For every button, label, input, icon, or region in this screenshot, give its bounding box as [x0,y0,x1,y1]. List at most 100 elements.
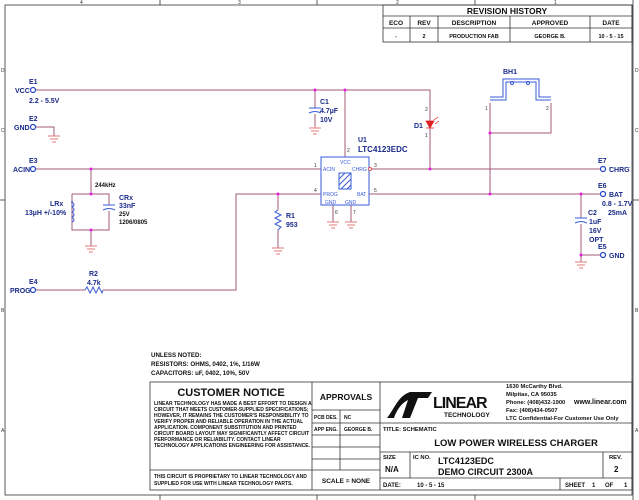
crx-ref: CRx [119,195,133,202]
zone-label: B [635,308,639,314]
table-cell: - [395,34,397,40]
terminal-net: BAT [609,192,624,199]
notice-line: VERIFY PROPER AND RELIABLE OPERATION IN … [154,419,303,425]
approvals-heading: APPROVALS [320,392,373,402]
lrx-ref: LRx [50,201,63,208]
r2-value: 4.7k [87,280,101,287]
column-header: REV [417,20,431,27]
pin-number: 2 [347,148,350,154]
pin-number: 6 [335,210,338,216]
pin-label: GND [345,200,357,206]
zone-label: C [1,128,5,134]
capacitor-c1: C1 4.7µF 10V [308,99,339,124]
app-eng-label: APP ENG. [314,427,338,433]
c1-value: 4.7µF [320,108,339,115]
revision-history-title: REVISION HISTORY [467,6,548,16]
general-notes: UNLESS NOTED: RESISTORS: OHMS, 0402, 1%,… [151,352,260,377]
pin-label: PROG [323,192,338,198]
sheet-label: SHEET [565,483,585,489]
note-line: CAPACITORS: uF, 0402, 10%, 50V [151,370,250,377]
r1-ref: R1 [286,213,295,220]
crx-rating: 25V [119,212,130,218]
notice-line: CIRCUIT BOARD LAYOUT MAY SIGNIFICANTLY A… [154,431,309,437]
proprietary-line: SUPPLIED FOR USE WITH LINEAR TECHNOLOGY … [154,481,293,487]
rev-value: 2 [614,465,619,474]
app-eng-value: GEORGE B. [344,427,373,433]
battery-holder-bh1: BH1 1 2 [485,69,551,112]
pin-number: 1 [425,133,428,139]
terminal-net: CHRG [609,167,630,174]
r1-value: 953 [286,222,298,229]
table-cell: 2 [422,34,425,40]
c2-rating: 16V [589,228,602,235]
junctions [89,88,583,257]
terminals: E1 VCC 2.2 - 5.5V E2 GND E3 ACIN E4 PROG… [10,79,633,295]
terminal-net: GND [14,125,30,132]
website-link[interactable]: www.linear.com [573,399,627,406]
u1-ref: U1 [358,137,367,144]
column-header: APPROVED [532,20,569,27]
c1-rating: 10V [320,117,333,124]
terminal-e1-vcc[interactable]: E1 VCC 2.2 - 5.5V [15,79,60,105]
pin-label: ACIN [323,167,335,173]
terminal-ref: E4 [29,279,38,286]
note-line: RESISTORS: OHMS, 0402, 1%, 1/16W [151,361,260,368]
zone-label: 4 [80,0,83,6]
ic-label: IC NO. [413,455,431,461]
wires [36,89,600,291]
ic-value: LTC4123EDC [438,456,494,466]
terminal-ref: E1 [29,79,38,86]
terminal-ref: E2 [29,116,38,123]
r2-ref: R2 [89,271,98,278]
pin-label: VCC [340,160,351,166]
pin-number: 2 [546,106,549,112]
terminal-ref: E6 [598,183,607,190]
bh1-ref: BH1 [503,69,517,76]
terminal-ref: E7 [598,158,607,165]
logo-subtitle: TECHNOLOGY [444,412,491,419]
zone-label: C [635,128,639,134]
pin-number: 4 [314,188,317,194]
d1-ref: D1 [414,123,423,130]
terminal-net: VCC [15,88,30,95]
sheet-total: 1 [624,483,628,489]
pin-number: 7 [353,210,356,216]
crx-package: 1206/0805 [119,220,148,226]
customer-notice-title: CUSTOMER NOTICE [177,387,284,399]
zone-label: A [1,428,5,434]
terminal-ref: E3 [29,158,38,165]
c2-ref: C2 [588,210,597,217]
drawing-title: LOW POWER WIRELESS CHARGER [434,438,598,449]
terminal-e6-bat[interactable]: E6 BAT 0.8 - 1.7V 25mA [598,183,633,217]
sheet-number: 1 [592,483,596,489]
column-header: DATE [602,20,620,27]
lc-tank: 244kHz LRx 13µH +/-10% CRx 33nF 25V 1206… [25,183,148,226]
terminal-e2-gnd[interactable]: E2 GND [14,116,38,132]
linear-technology-logo: LINEAR TECHNOLOGY [387,392,491,419]
resistor-r2: R2 4.7k [84,271,104,295]
ground-symbols [48,126,587,269]
zone-label: 1 [554,0,557,6]
zone-label: B [1,308,5,314]
terminal-e3-acin[interactable]: E3 ACIN [13,158,38,174]
pin-number: 1 [485,106,488,112]
zone-label: A [635,428,639,434]
lrx-value: 13µH +/-10% [25,210,67,217]
terminal-note: 2.2 - 5.5V [29,98,60,105]
terminal-e7-chrg[interactable]: E7 CHRG [598,158,630,174]
terminal-ref: E5 [598,244,607,251]
terminal-note: 25mA [608,210,627,217]
pin-number: 5 [374,188,377,194]
zone-label: 3 [238,0,241,6]
pcb-des-value: NC [344,415,352,421]
u1-part-number: LTC4123EDC [358,145,408,154]
date-value: 10 - 5 - 15 [417,483,445,489]
address-line: Phone: (408)432-1900 [506,400,565,406]
column-header: DESCRIPTION [452,20,497,27]
column-header: ECO [389,20,403,27]
table-cell: 10 - 5 - 15 [598,34,623,40]
zone-label: D [635,68,639,74]
terminal-e5-gnd[interactable]: E5 GND [598,244,625,260]
terminal-e4-prog[interactable]: E4 PROG [10,279,38,295]
address-line: 1630 McCarthy Blvd. [506,384,563,390]
